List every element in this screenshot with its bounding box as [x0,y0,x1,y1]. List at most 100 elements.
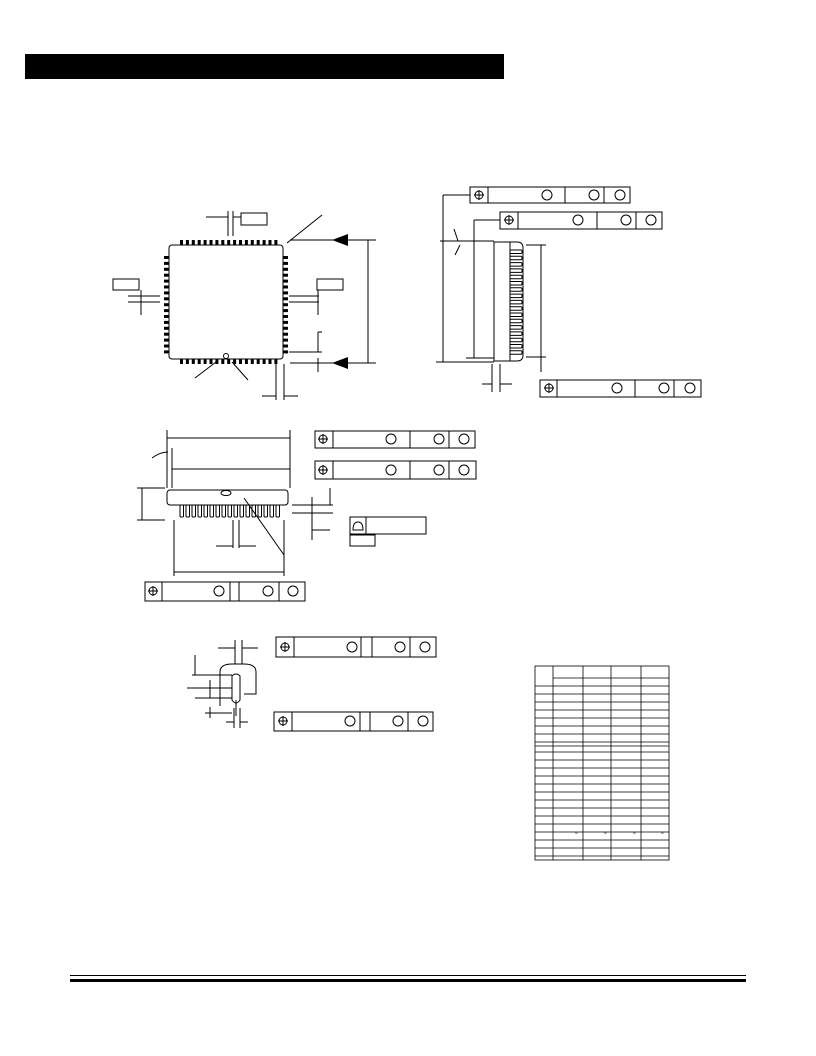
lead [509,337,523,343]
lead [263,504,268,518]
lead [283,297,288,301]
lead [227,504,232,518]
lead [283,303,288,307]
lead [164,267,169,271]
lead [215,504,220,518]
lead [250,240,254,245]
lead [509,268,523,273]
fcf-front-1 [314,430,476,449]
fcf-detail-1 [275,636,437,658]
lead [283,261,288,265]
lead [180,240,183,245]
header-bar [25,54,504,79]
lead [283,320,288,324]
lead [283,326,288,330]
lead [191,240,195,245]
fcf-side-3 [539,379,702,398]
side-view [436,186,702,398]
lead [164,315,169,318]
lead [509,331,523,336]
lead [244,240,248,245]
lead [283,309,288,313]
lead [509,325,523,330]
lead [274,359,278,364]
top-view [112,211,376,400]
lead [221,240,225,245]
lead [283,332,288,336]
lead [227,240,231,245]
side-body [493,241,511,362]
lead [164,297,169,301]
lead [203,359,207,364]
lead [164,303,169,307]
lead [283,344,288,348]
fcf-front-3 [144,581,306,602]
frame-top-small [240,212,268,226]
front-body [166,489,289,506]
lead [262,359,266,364]
package-body [168,244,284,360]
lead [197,240,201,245]
frame-right-small [316,278,344,291]
lead [509,293,523,299]
lead [509,299,523,305]
lead [239,240,242,245]
lead [233,359,237,364]
degree-symbol: ° [604,831,607,839]
lead [164,320,169,324]
lead [509,306,523,311]
lead [191,359,195,364]
lead [164,273,169,277]
pin1-marker [223,353,229,359]
lead [509,281,523,286]
lead [164,285,169,289]
lead [197,504,202,518]
lead [268,240,272,245]
lead [203,504,208,518]
lead [245,504,250,518]
lead [191,504,196,518]
lead [209,240,213,245]
lead [215,359,219,364]
lead [251,504,256,518]
degree-symbol: ° [575,831,578,839]
lead [283,256,288,259]
lead [185,504,190,518]
lead [268,359,272,364]
lead [283,350,288,354]
lead [269,504,274,518]
lead [283,285,288,289]
lead [509,287,523,292]
lead [275,504,280,518]
lead [197,359,201,364]
lead [262,240,266,245]
table-border [534,665,670,861]
lead [244,359,248,364]
fcf-side-1 [469,186,631,204]
lead [164,332,169,336]
lead [185,359,189,364]
fcf-side-2 [499,211,663,230]
lead [509,318,523,324]
lead [209,504,214,518]
lead [164,279,169,283]
lead [283,267,288,271]
lead [250,359,254,364]
lead [203,240,207,245]
lead [509,312,523,317]
lead [283,273,288,277]
lead [283,279,288,283]
lead [164,309,169,313]
dimension-table: °°°° [534,665,670,861]
degree-symbol: ° [633,831,636,839]
leads-front [179,504,280,518]
frame-left-small [112,278,140,291]
leads-bottom [180,359,278,364]
lead [233,504,238,518]
lead [257,504,262,518]
lead [256,240,260,245]
lead [509,344,523,349]
lead [509,255,523,261]
lead [164,350,169,354]
